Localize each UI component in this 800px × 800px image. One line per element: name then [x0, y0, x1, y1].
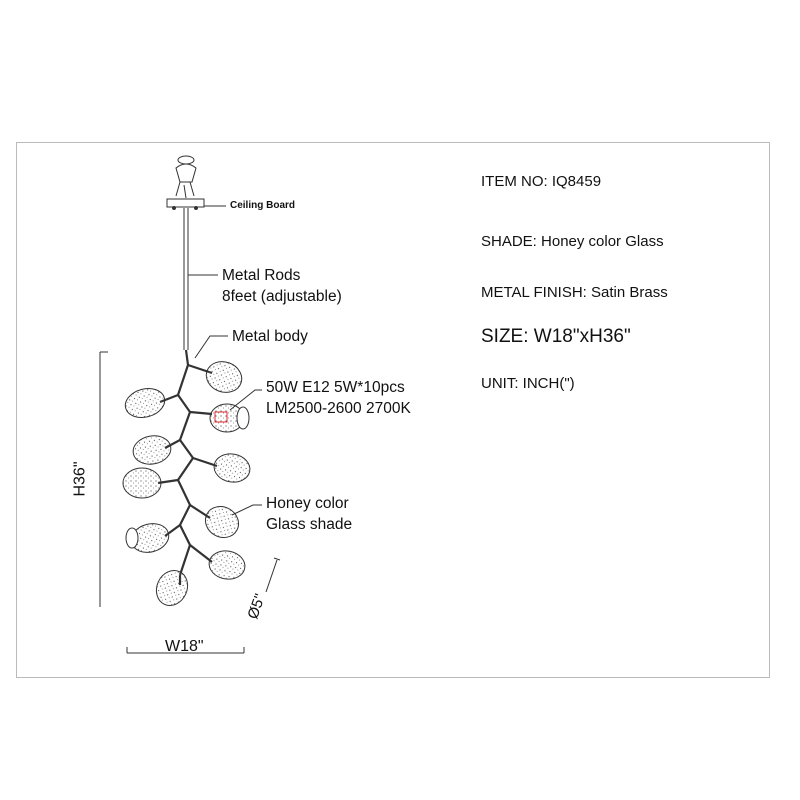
bulb-spec-line1: 50W E12 5W*10pcs — [266, 379, 405, 396]
glass-shade — [208, 550, 246, 580]
glass-shades — [122, 361, 251, 607]
metal-rod — [183, 208, 189, 350]
rod-length-label: 8feet (adjustable) — [222, 288, 342, 305]
metal-finish-spec: METAL FINISH: Satin Brass — [481, 284, 668, 301]
bulb-icon — [214, 411, 228, 423]
glass-shade — [205, 361, 243, 393]
glass-shade — [122, 467, 162, 499]
width-dimension: W18" — [165, 638, 204, 655]
ceiling-canopy — [166, 155, 205, 210]
metal-body — [157, 349, 218, 585]
dimension-lines — [99, 351, 281, 654]
ceiling-board-label: Ceiling Board — [230, 200, 296, 211]
glass-shade — [155, 569, 189, 607]
item-number: ITEM NO: IQ8459 — [481, 173, 602, 190]
leader-lines — [188, 205, 262, 516]
metal-rods-label: Metal Rods — [222, 267, 301, 284]
unit-spec: UNIT: INCH(") — [481, 375, 575, 392]
shade-label-line1: Honey color — [266, 495, 349, 512]
metal-body-label: Metal body — [232, 328, 308, 345]
bulb-spec-line2: LM2500-2600 2700K — [266, 400, 411, 417]
shade-label-line2: Glass shade — [266, 516, 353, 533]
shade-spec: SHADE: Honey color Glass — [481, 233, 664, 250]
glass-shade — [213, 453, 251, 483]
glass-shade — [132, 435, 172, 465]
drawing-frame — [16, 142, 770, 678]
glass-shade — [204, 505, 240, 539]
height-dimension: H36" — [71, 461, 89, 497]
glass-shade — [124, 388, 166, 418]
size-spec: SIZE: W18"xH36" — [481, 326, 631, 347]
